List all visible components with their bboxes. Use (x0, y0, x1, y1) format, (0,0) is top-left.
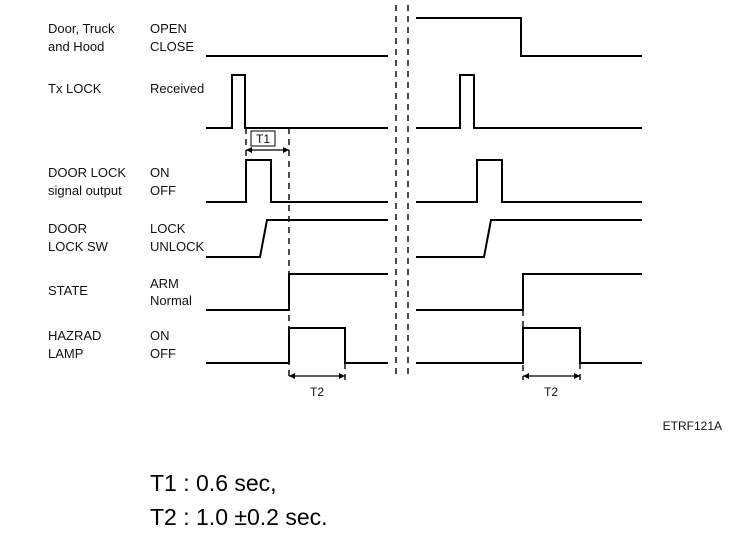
state-door-lock-sw-label: LOCK UNLOCK (150, 221, 205, 254)
wave-door-lock-sw-right (416, 219, 642, 258)
wave-hazard-right (416, 327, 642, 364)
state-hazard-label: ON OFF (150, 328, 176, 361)
wave-tx-lock-right (416, 74, 642, 129)
state-close: CLOSE (150, 39, 194, 54)
signal-door-line1: Door, Truck (48, 21, 115, 36)
wave-state-left (206, 273, 388, 311)
state-off: OFF (150, 183, 176, 198)
state-door-lock-output-label: ON OFF (150, 165, 176, 198)
state-received-label: Received (150, 81, 204, 96)
signal-door-lock-output-line1: DOOR LOCK (48, 165, 126, 180)
signal-door-lock-sw-line2: LOCK SW (48, 239, 109, 254)
state-hazard-off: OFF (150, 346, 176, 361)
state-arm: ARM (150, 276, 179, 291)
figure-id: ETRF121A (663, 419, 722, 433)
signal-tx-lock-label: Tx LOCK (48, 81, 102, 96)
state-unlock: UNLOCK (150, 239, 205, 254)
signal-hazard-lamp-line2: LAMP (48, 346, 83, 361)
t2-left-label: T2 (310, 385, 324, 399)
signal-state-label: STATE (48, 283, 88, 298)
signal-door-lock-sw-label: DOOR LOCK SW (48, 221, 109, 254)
state-door-label: OPEN CLOSE (150, 21, 194, 54)
state-on: ON (150, 165, 170, 180)
signal-door-truck-hood-label: Door, Truck and Hood (48, 21, 118, 54)
wave-hazard-left (206, 327, 388, 364)
signal-door-lock-output-label: DOOR LOCK signal output (48, 165, 130, 198)
t2-left-marker: T2 (289, 373, 345, 399)
t1-label: T1 (256, 132, 270, 146)
state-open: OPEN (150, 21, 187, 36)
signal-door-lock-output-line2: signal output (48, 183, 122, 198)
signal-door-lock-sw-line1: DOOR (48, 221, 87, 236)
state-hazard-on: ON (150, 328, 170, 343)
state-normal: Normal (150, 293, 192, 308)
note-t1: T1 : 0.6 sec, (150, 470, 277, 496)
t1-marker: T1 (246, 130, 289, 153)
t2-right-label: T2 (544, 385, 558, 399)
wave-door-lock-sw-left (206, 219, 388, 258)
wave-door-right (416, 17, 642, 57)
signal-hazard-lamp-label: HAZRAD LAMP (48, 328, 105, 361)
state-lock: LOCK (150, 221, 186, 236)
t2-right-marker: T2 (523, 373, 580, 399)
state-arm-label: ARM Normal (150, 276, 192, 308)
wave-tx-lock-left (206, 74, 388, 129)
note-t2: T2 : 1.0 ±0.2 sec. (150, 504, 328, 530)
signal-hazard-lamp-line1: HAZRAD (48, 328, 101, 343)
wave-state-right (416, 273, 642, 311)
wave-door-lock-output-right (416, 159, 642, 203)
signal-door-line2: and Hood (48, 39, 104, 54)
wave-door-lock-output-left (206, 159, 388, 203)
